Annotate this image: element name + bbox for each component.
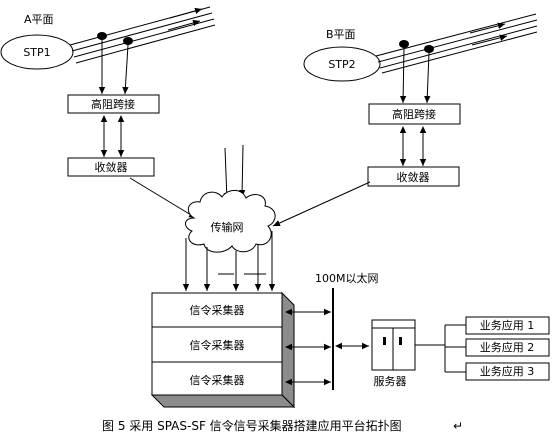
server-label: 服务器 (374, 375, 407, 388)
app-box-2 (465, 338, 550, 357)
flow-arrow-a-2 (167, 19, 201, 31)
tap-point-a-1 (97, 32, 107, 40)
server-handle-left (383, 337, 386, 345)
collector-rack (151, 292, 283, 396)
rack-side-shading (281, 291, 295, 409)
cross-a-label: 高阻跨接 (91, 97, 135, 111)
app-label-3: 业务应用 3 (480, 364, 535, 378)
stp2-label: STP2 (328, 58, 355, 71)
conv-a-label: 收敛器 (95, 160, 128, 174)
conv-b-to-network (272, 181, 371, 227)
app-box-1 (465, 316, 550, 335)
flow-arrow-b-1 (469, 22, 506, 34)
external-input-2 (238, 144, 246, 198)
cross-b-label: 高阻跨接 (392, 107, 436, 121)
app-label-2: 业务应用 2 (480, 340, 535, 354)
plane-b-title: B平面 (326, 28, 356, 41)
tap-point-b-2 (424, 45, 434, 53)
app-box-3 (465, 362, 550, 381)
link-b-4 (381, 31, 538, 74)
cross-a-box (67, 94, 160, 114)
link-a-3 (73, 18, 215, 58)
figure-caption: 图 5 采用 SPAS-SF 信令信号采集器搭建应用平台拓扑图 (102, 418, 402, 433)
cross-b-box (368, 103, 461, 125)
stp1-label: STP1 (23, 46, 50, 59)
ethernet-label: 100M以太网 (315, 272, 379, 285)
collector-label-1: 信令采集器 (190, 303, 245, 317)
network-cloud (185, 189, 276, 253)
link-b-1 (375, 13, 537, 57)
server-handle-right (399, 337, 402, 345)
collector-label-2: 信令采集器 (190, 338, 245, 352)
collector-label-3: 信令采集器 (190, 373, 245, 387)
external-input-1 (223, 147, 230, 201)
conv-a-box (67, 157, 155, 177)
tap-point-a-2 (123, 37, 133, 45)
tap-point-b-1 (399, 40, 409, 48)
tap-line-b-1 (399, 47, 407, 104)
conv-b-box (367, 166, 460, 187)
plane-a-title: A平面 (24, 13, 54, 26)
conv-a-to-network (129, 177, 197, 219)
flow-arrow-a-1 (169, 7, 203, 19)
rack-bottom-shading (150, 394, 296, 408)
link-a-2 (71, 12, 213, 52)
tap-line-b-2 (424, 52, 431, 104)
network-label: 传输网 (211, 220, 244, 234)
tap-line-a-2 (122, 44, 129, 95)
stp2-ellipse (303, 46, 381, 82)
link-a-4 (75, 24, 216, 64)
link-b-2 (377, 19, 538, 63)
stp1-ellipse (0, 34, 74, 70)
link-b-3 (379, 25, 538, 69)
paragraph-mark: ↵ (453, 419, 463, 433)
app-label-1: 业务应用 1 (480, 318, 535, 332)
flow-arrow-b-2 (471, 34, 508, 46)
conv-b-label: 收敛器 (397, 170, 430, 184)
